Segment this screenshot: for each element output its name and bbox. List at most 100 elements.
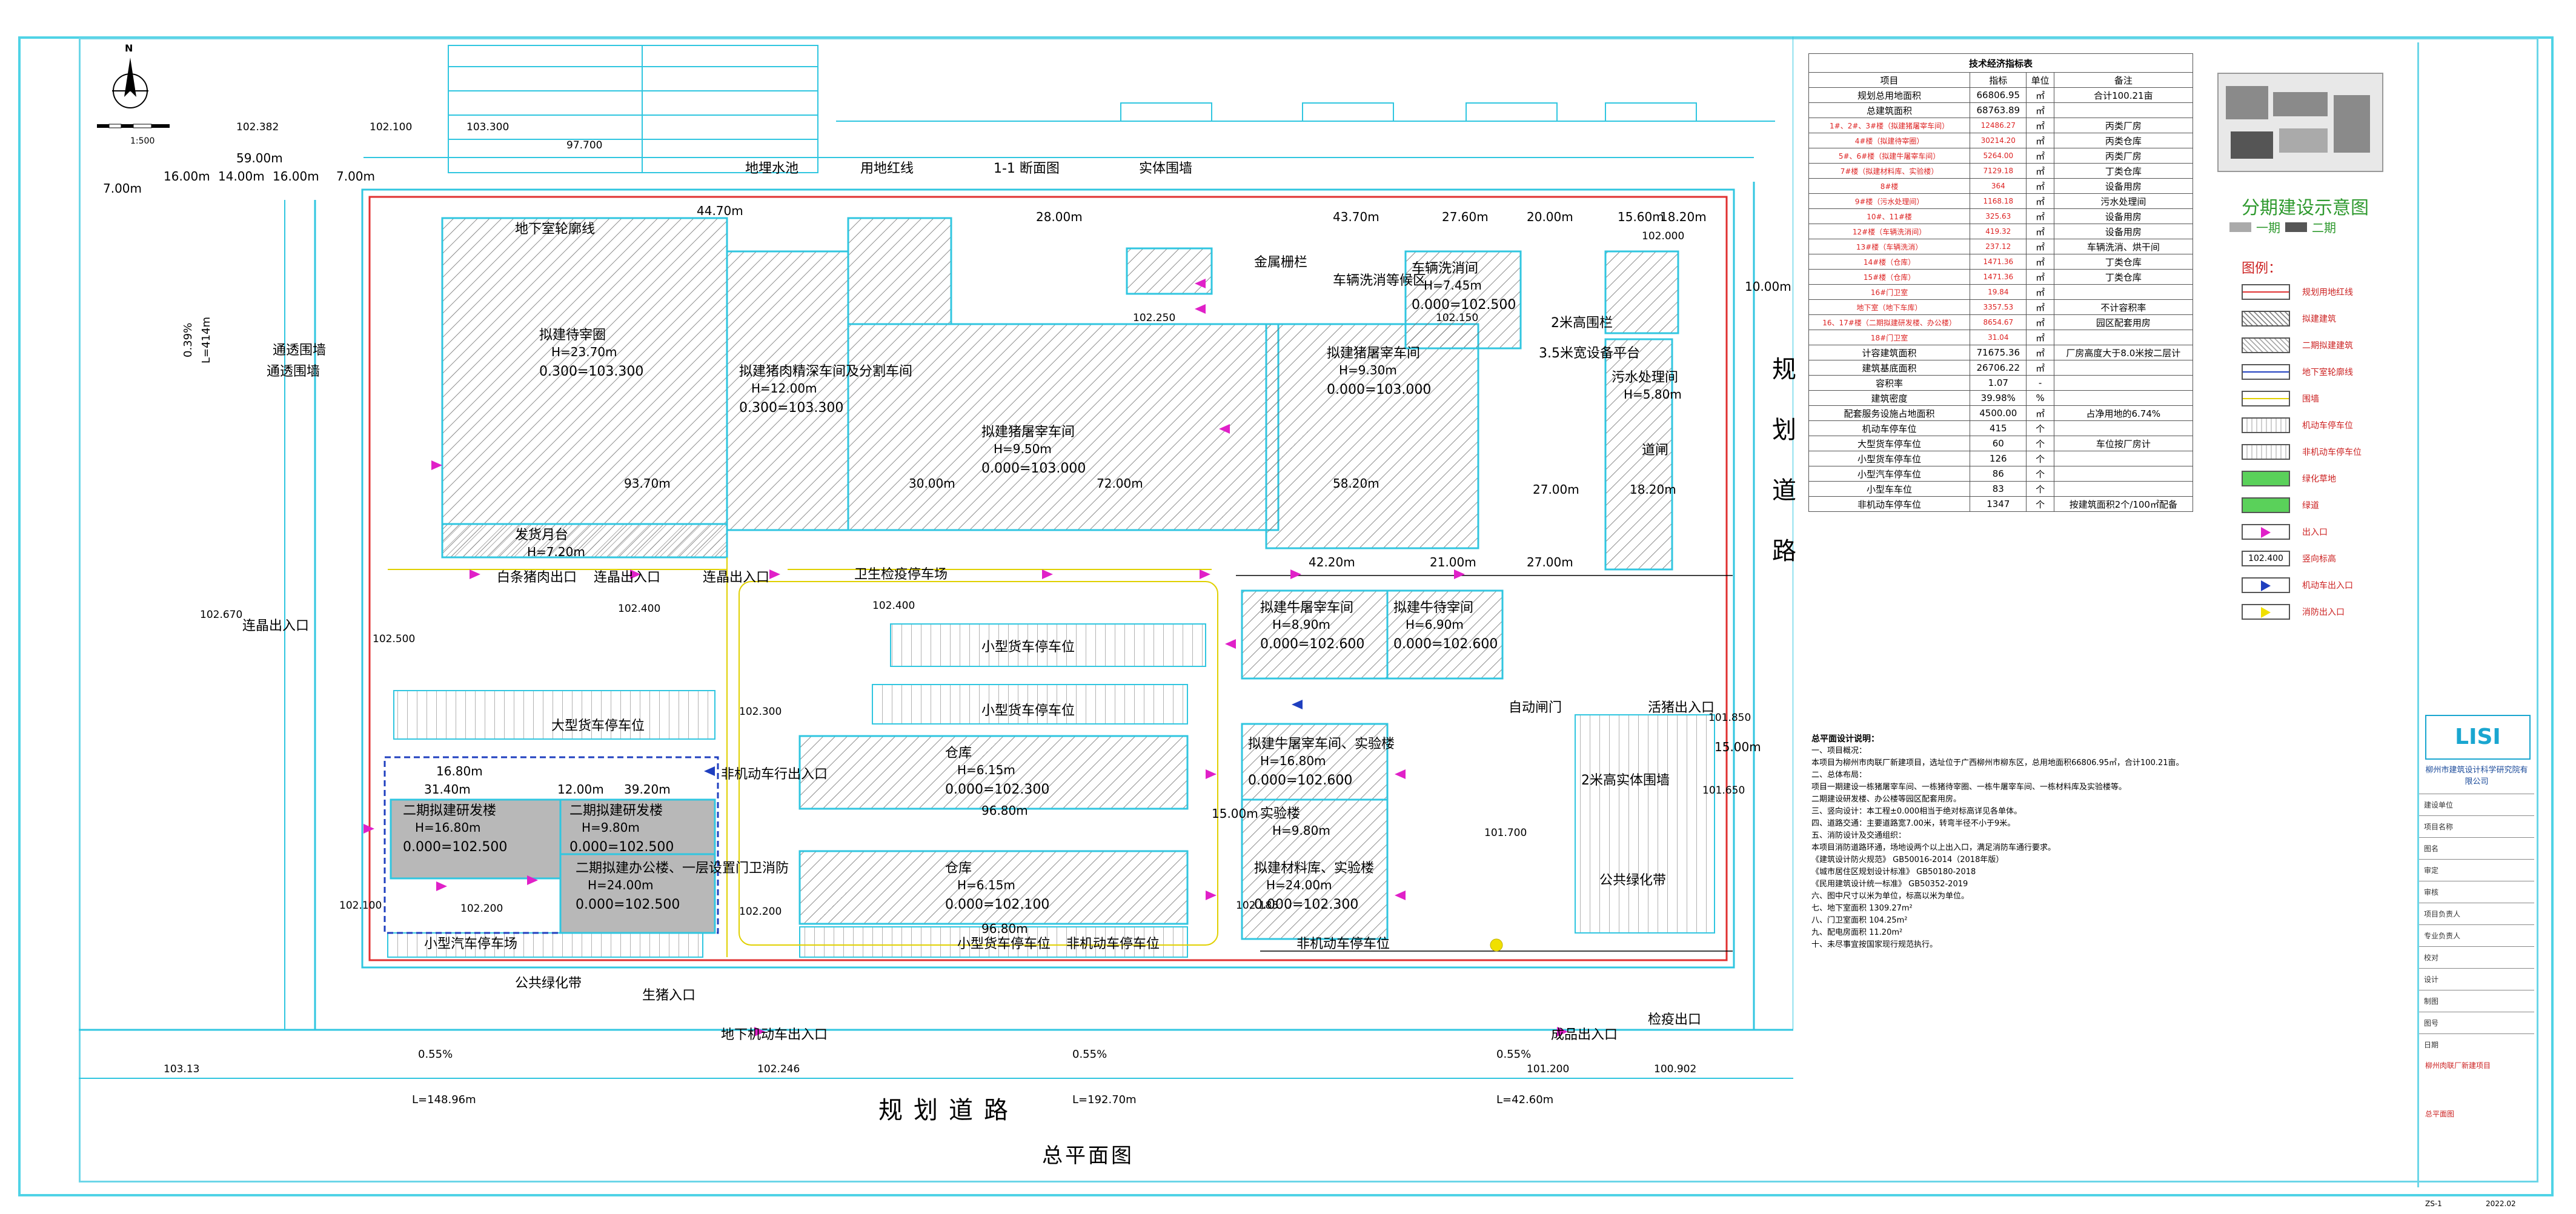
table-cell-unit: ㎡ xyxy=(2026,330,2054,345)
legend-symbol xyxy=(2242,524,2290,540)
site-label: 通透围墙 xyxy=(273,343,326,358)
title-block-label: 项目负责人 xyxy=(2424,910,2461,918)
drawing-number: ZS-1 xyxy=(2425,1199,2442,1208)
building-pig-slaughter-2 xyxy=(1265,323,1479,549)
table-cell-unit: ㎡ xyxy=(2026,148,2054,164)
table-cell-note: 车位按厂房计 xyxy=(2053,436,2194,451)
building-elevation: 0.000=102.300 xyxy=(1254,897,1358,912)
dimension-label: 16.00m xyxy=(164,169,210,184)
building-phase2-rd xyxy=(390,798,562,880)
building-phase2-rd-2 xyxy=(559,798,716,855)
table-cell-item: 建筑基底面积 xyxy=(1808,360,1971,376)
entrance-icon xyxy=(2261,527,2271,538)
table-cell-note: 设备用房 xyxy=(2053,208,2194,224)
table-cell-unit: ㎡ xyxy=(2026,87,2054,103)
table-cell-unit: ㎡ xyxy=(2026,193,2054,209)
table-cell-item: 16#门卫室 xyxy=(1808,284,1971,300)
dimension-label: 15.60m xyxy=(1618,210,1664,224)
dimension-label: 27.00m xyxy=(1527,555,1573,569)
building-height: H=7.45m xyxy=(1424,278,1482,293)
table-cell-item: 规划总用地面积 xyxy=(1808,87,1971,103)
site-label: 大型货车停车位 xyxy=(551,718,645,734)
length-label: L=192.70m xyxy=(1072,1093,1137,1106)
title-block-label: 专业负责人 xyxy=(2424,932,2461,940)
site-label: 地埋水池 xyxy=(745,161,798,176)
table-cell-item: 小型货车停车位 xyxy=(1808,451,1971,466)
slope-label: 0.55% xyxy=(1496,1048,1532,1061)
elevation-label: 102.670 xyxy=(200,609,242,621)
slope-label: 0.55% xyxy=(418,1048,453,1061)
basement-outline xyxy=(383,756,719,934)
phase-block xyxy=(2226,86,2268,119)
table-cell-note xyxy=(2053,481,2194,497)
building-warehouse-2 xyxy=(798,850,1189,925)
table-cell-unit: 个 xyxy=(2026,466,2054,482)
building-height: H=16.80m xyxy=(415,820,481,835)
legend-label: 机动车出入口 xyxy=(2302,581,2353,591)
legend-item: 规划用地红线 xyxy=(2242,279,2399,305)
elevation-label: 102.400 xyxy=(872,600,915,612)
table-cell-unit: ㎡ xyxy=(2026,102,2054,118)
legend-symbol xyxy=(2242,497,2290,513)
title-block-field: 建设单位 xyxy=(2419,794,2534,816)
note-line: 十、未尽事宜按国家现行规范执行。 xyxy=(1811,940,1938,949)
table-cell-value: 419.32 xyxy=(1970,224,2027,239)
company-logo: LISI xyxy=(2425,715,2531,760)
elevation-label: 101.200 xyxy=(1527,1063,1569,1075)
building-cattle-slaughter xyxy=(1241,589,1389,680)
phase-diagram-map xyxy=(2217,73,2383,172)
building-elevation: 0.300=103.300 xyxy=(539,364,643,379)
table-cell-unit: ㎡ xyxy=(2026,269,2054,285)
phase1-label: 一期 xyxy=(2256,221,2280,235)
building-name: 拟建猪屠宰车间 xyxy=(1327,346,1420,361)
table-cell-note: 园区配套用房 xyxy=(2053,314,2194,330)
dimension-label: 16.80m xyxy=(436,764,483,778)
dimension-label: 16.00m xyxy=(273,169,319,184)
table-cell-note xyxy=(2053,390,2194,406)
site-label: 非机动车停车位 xyxy=(1066,937,1160,952)
table-cell-item: 9#楼（污水处理间） xyxy=(1808,193,1971,209)
table-cell-item: 18#门卫室 xyxy=(1808,330,1971,345)
table-cell-note: 车辆洗消、烘干间 xyxy=(2053,239,2194,254)
table-cell-value: 39.98% xyxy=(1970,390,2027,406)
dimension-label: 58.20m xyxy=(1333,476,1379,491)
table-cell-item: 15#楼（仓库） xyxy=(1808,269,1971,285)
building-height: H=9.50m xyxy=(994,442,1052,456)
note-line: 六、图中尺寸以米为单位，标高以米为单位。 xyxy=(1811,892,1970,901)
table-cell-item: 4#楼（拟建待宰圈） xyxy=(1808,133,1971,148)
title-block-label: 校对 xyxy=(2424,954,2439,962)
table-cell-unit: ㎡ xyxy=(2026,224,2054,239)
table-cell-unit: ㎡ xyxy=(2026,133,2054,148)
phase-diagram xyxy=(2211,67,2393,188)
table-cell-unit: ㎡ xyxy=(2026,118,2054,133)
title-block-field: 校对 xyxy=(2419,946,2534,969)
site-label: 车辆洗消等候区 xyxy=(1333,273,1426,288)
elevation-label: 102.382 xyxy=(236,121,279,133)
note-line: 《民用建筑设计统一标准》 GB50352-2019 xyxy=(1811,880,1968,889)
table-cell-note: 丁类仓库 xyxy=(2053,254,2194,270)
note-line: 《建筑设计防火规范》 GB50016-2014（2018年版） xyxy=(1811,855,2004,864)
table-cell-item: 14#楼（仓库） xyxy=(1808,254,1971,270)
table-cell-unit: ㎡ xyxy=(2026,178,2054,194)
note-line: 本项目消防道路环通，场地设两个以上出入口，满足消防车通行要求。 xyxy=(1811,843,2056,852)
road-name-bottom: 规划道路 xyxy=(878,1096,1019,1124)
table-cell-value: 83 xyxy=(1970,481,2027,497)
phase2-label: 二期 xyxy=(2312,221,2336,235)
site-label: 连晶出入口 xyxy=(703,570,769,585)
building-elevation: 0.000=102.100 xyxy=(945,897,1049,912)
fire-entrance-icon xyxy=(2261,607,2271,618)
phase-block xyxy=(2279,128,2328,153)
table-cell-item: 7#楼（拟建材料库、实验楼） xyxy=(1808,163,1971,179)
drawing-name: 总平面图 xyxy=(2425,1110,2455,1118)
table-cell-value: 12486.27 xyxy=(1970,118,2027,133)
table-cell-item: 地下室（地下车库） xyxy=(1808,299,1971,315)
table-cell-item: 8#楼 xyxy=(1808,178,1971,194)
site-label: 2米高围栏 xyxy=(1551,316,1613,331)
building-loading-dock xyxy=(441,523,728,559)
